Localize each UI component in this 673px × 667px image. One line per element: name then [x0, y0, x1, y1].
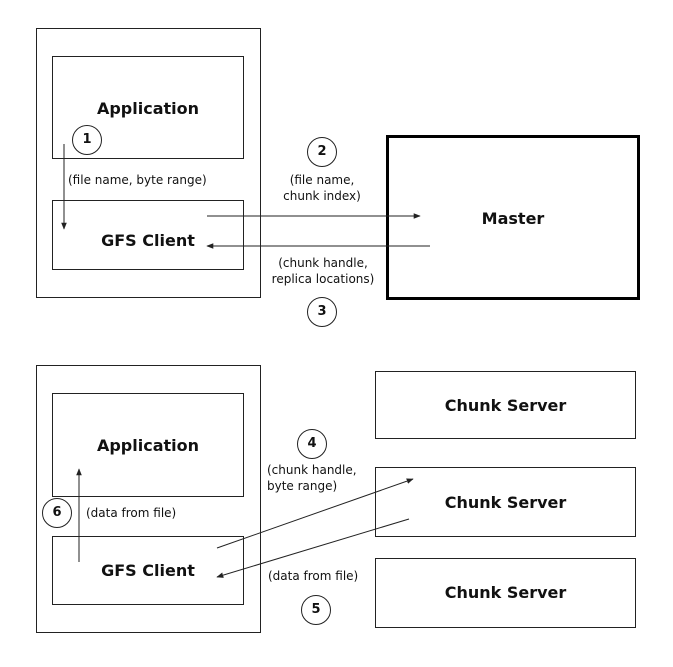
step-4-note: (chunk handle, byte range): [267, 463, 357, 493]
bottom-gfs-client-label: GFS Client: [101, 561, 195, 580]
bottom-application-box: [52, 393, 244, 497]
step-4-badge: 4: [297, 429, 327, 459]
step-1-badge: 1: [72, 125, 102, 155]
master-box: [386, 135, 640, 300]
step-2-note: (file name, chunk index): [283, 173, 361, 203]
top-gfs-client-label: GFS Client: [101, 231, 195, 250]
step-3-note: (chunk handle, replica locations): [271, 256, 375, 286]
step-2-badge: 2: [307, 137, 337, 167]
step-3-badge: 3: [307, 297, 337, 327]
top-gfs-client-box: [52, 200, 244, 270]
step-6-note: (data from file): [86, 506, 177, 520]
bottom-application-label: Application: [96, 436, 200, 455]
chunk-server-1-label: Chunk Server: [444, 396, 567, 415]
chunk-server-2-box: [375, 467, 636, 537]
step-1-note: (file name, byte range): [68, 173, 207, 187]
chunk-server-1-box: [375, 371, 636, 439]
step-5-badge: 5: [301, 595, 331, 625]
step-5-note: (data from file): [268, 569, 359, 583]
bottom-gfs-client-box: [52, 536, 244, 605]
arrow-step-5: [216, 518, 410, 578]
arrow-step-4: [216, 478, 414, 549]
top-application-label: Application: [96, 99, 200, 118]
master-label: Master: [481, 209, 545, 228]
step-6-badge: 6: [42, 498, 72, 528]
chunk-server-3-label: Chunk Server: [444, 583, 567, 602]
chunk-server-2-label: Chunk Server: [444, 493, 567, 512]
chunk-server-3-box: [375, 558, 636, 628]
